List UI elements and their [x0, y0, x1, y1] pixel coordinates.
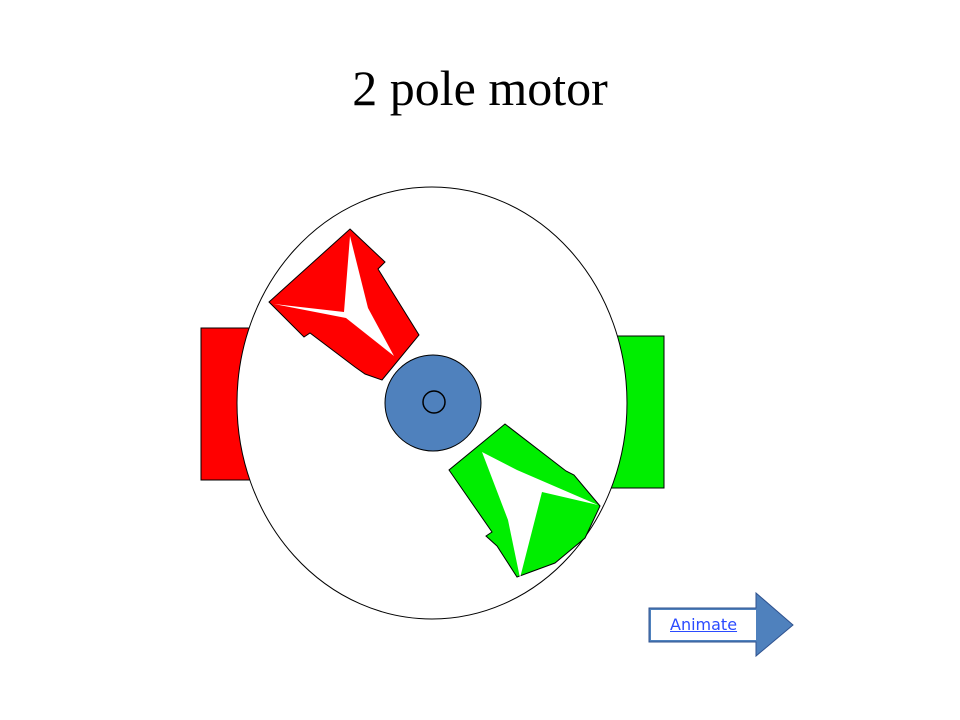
arrow-right-icon	[648, 592, 794, 658]
page-title: 2 pole motor	[352, 60, 608, 116]
animate-button-label: Animate	[670, 615, 738, 634]
rotor-north-pole-arrow	[274, 236, 394, 356]
shaft-axle	[422, 390, 446, 414]
rotor-south-pole-arrow	[482, 452, 598, 578]
animate-button[interactable]: Animate	[648, 592, 794, 658]
